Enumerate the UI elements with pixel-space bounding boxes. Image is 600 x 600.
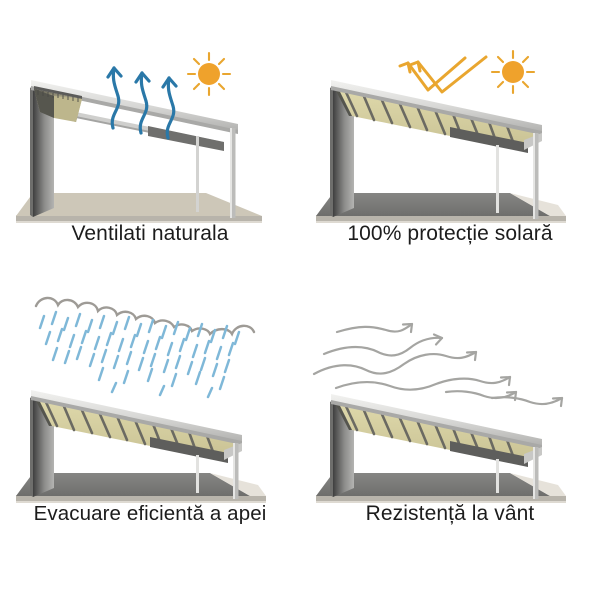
front-post-right bbox=[533, 133, 539, 219]
reflected-ray-icon bbox=[398, 55, 488, 94]
sun-icon bbox=[186, 51, 232, 97]
front-post-right bbox=[233, 443, 239, 499]
roof-frame bbox=[331, 80, 542, 153]
panel-caption-wind-resistance: Rezistență la vânt bbox=[365, 502, 535, 525]
floor-slab bbox=[316, 193, 566, 223]
air-flow-arrow-icon bbox=[106, 66, 178, 140]
front-post-right bbox=[230, 128, 236, 218]
panel-caption-natural-ventilation: Ventilati naturala bbox=[71, 222, 229, 245]
pergola-illustration-sun-protection bbox=[316, 49, 566, 223]
pergola-illustration-wind-resistance bbox=[312, 322, 566, 503]
floor-slab bbox=[16, 473, 266, 503]
panel-caption-sun-protection: 100% protecție solară bbox=[347, 222, 553, 245]
back-wall bbox=[330, 86, 354, 217]
feature-panel-wind-resistance: Rezistență la vânt bbox=[300, 280, 600, 560]
sun-icon bbox=[490, 49, 536, 95]
feature-panel-natural-ventilation: Ventilati naturala bbox=[0, 0, 300, 280]
canopy-retracted-pack bbox=[34, 86, 82, 122]
panel-caption-water-drainage: Evacuare eficientă a apei bbox=[33, 502, 267, 525]
pergola-illustration-ventilation bbox=[16, 51, 262, 223]
pergola-illustration-water-drainage bbox=[16, 296, 266, 503]
wind-stream-arrow-icon bbox=[312, 322, 564, 408]
inner-post bbox=[496, 145, 499, 213]
roof-frame bbox=[31, 390, 242, 463]
floor-slab bbox=[316, 473, 566, 503]
floor-slab bbox=[16, 193, 262, 223]
feature-panel-water-drainage: Evacuare eficientă a apei bbox=[0, 280, 300, 560]
inner-post bbox=[196, 455, 199, 493]
rain-drop-icon bbox=[38, 310, 241, 399]
inner-post bbox=[496, 459, 499, 493]
cloud-icon bbox=[34, 296, 256, 337]
feature-panel-sun-protection: 100% protecție solară bbox=[300, 0, 600, 280]
front-post-right bbox=[533, 447, 539, 499]
inner-post bbox=[196, 136, 199, 212]
back-wall bbox=[30, 86, 54, 217]
